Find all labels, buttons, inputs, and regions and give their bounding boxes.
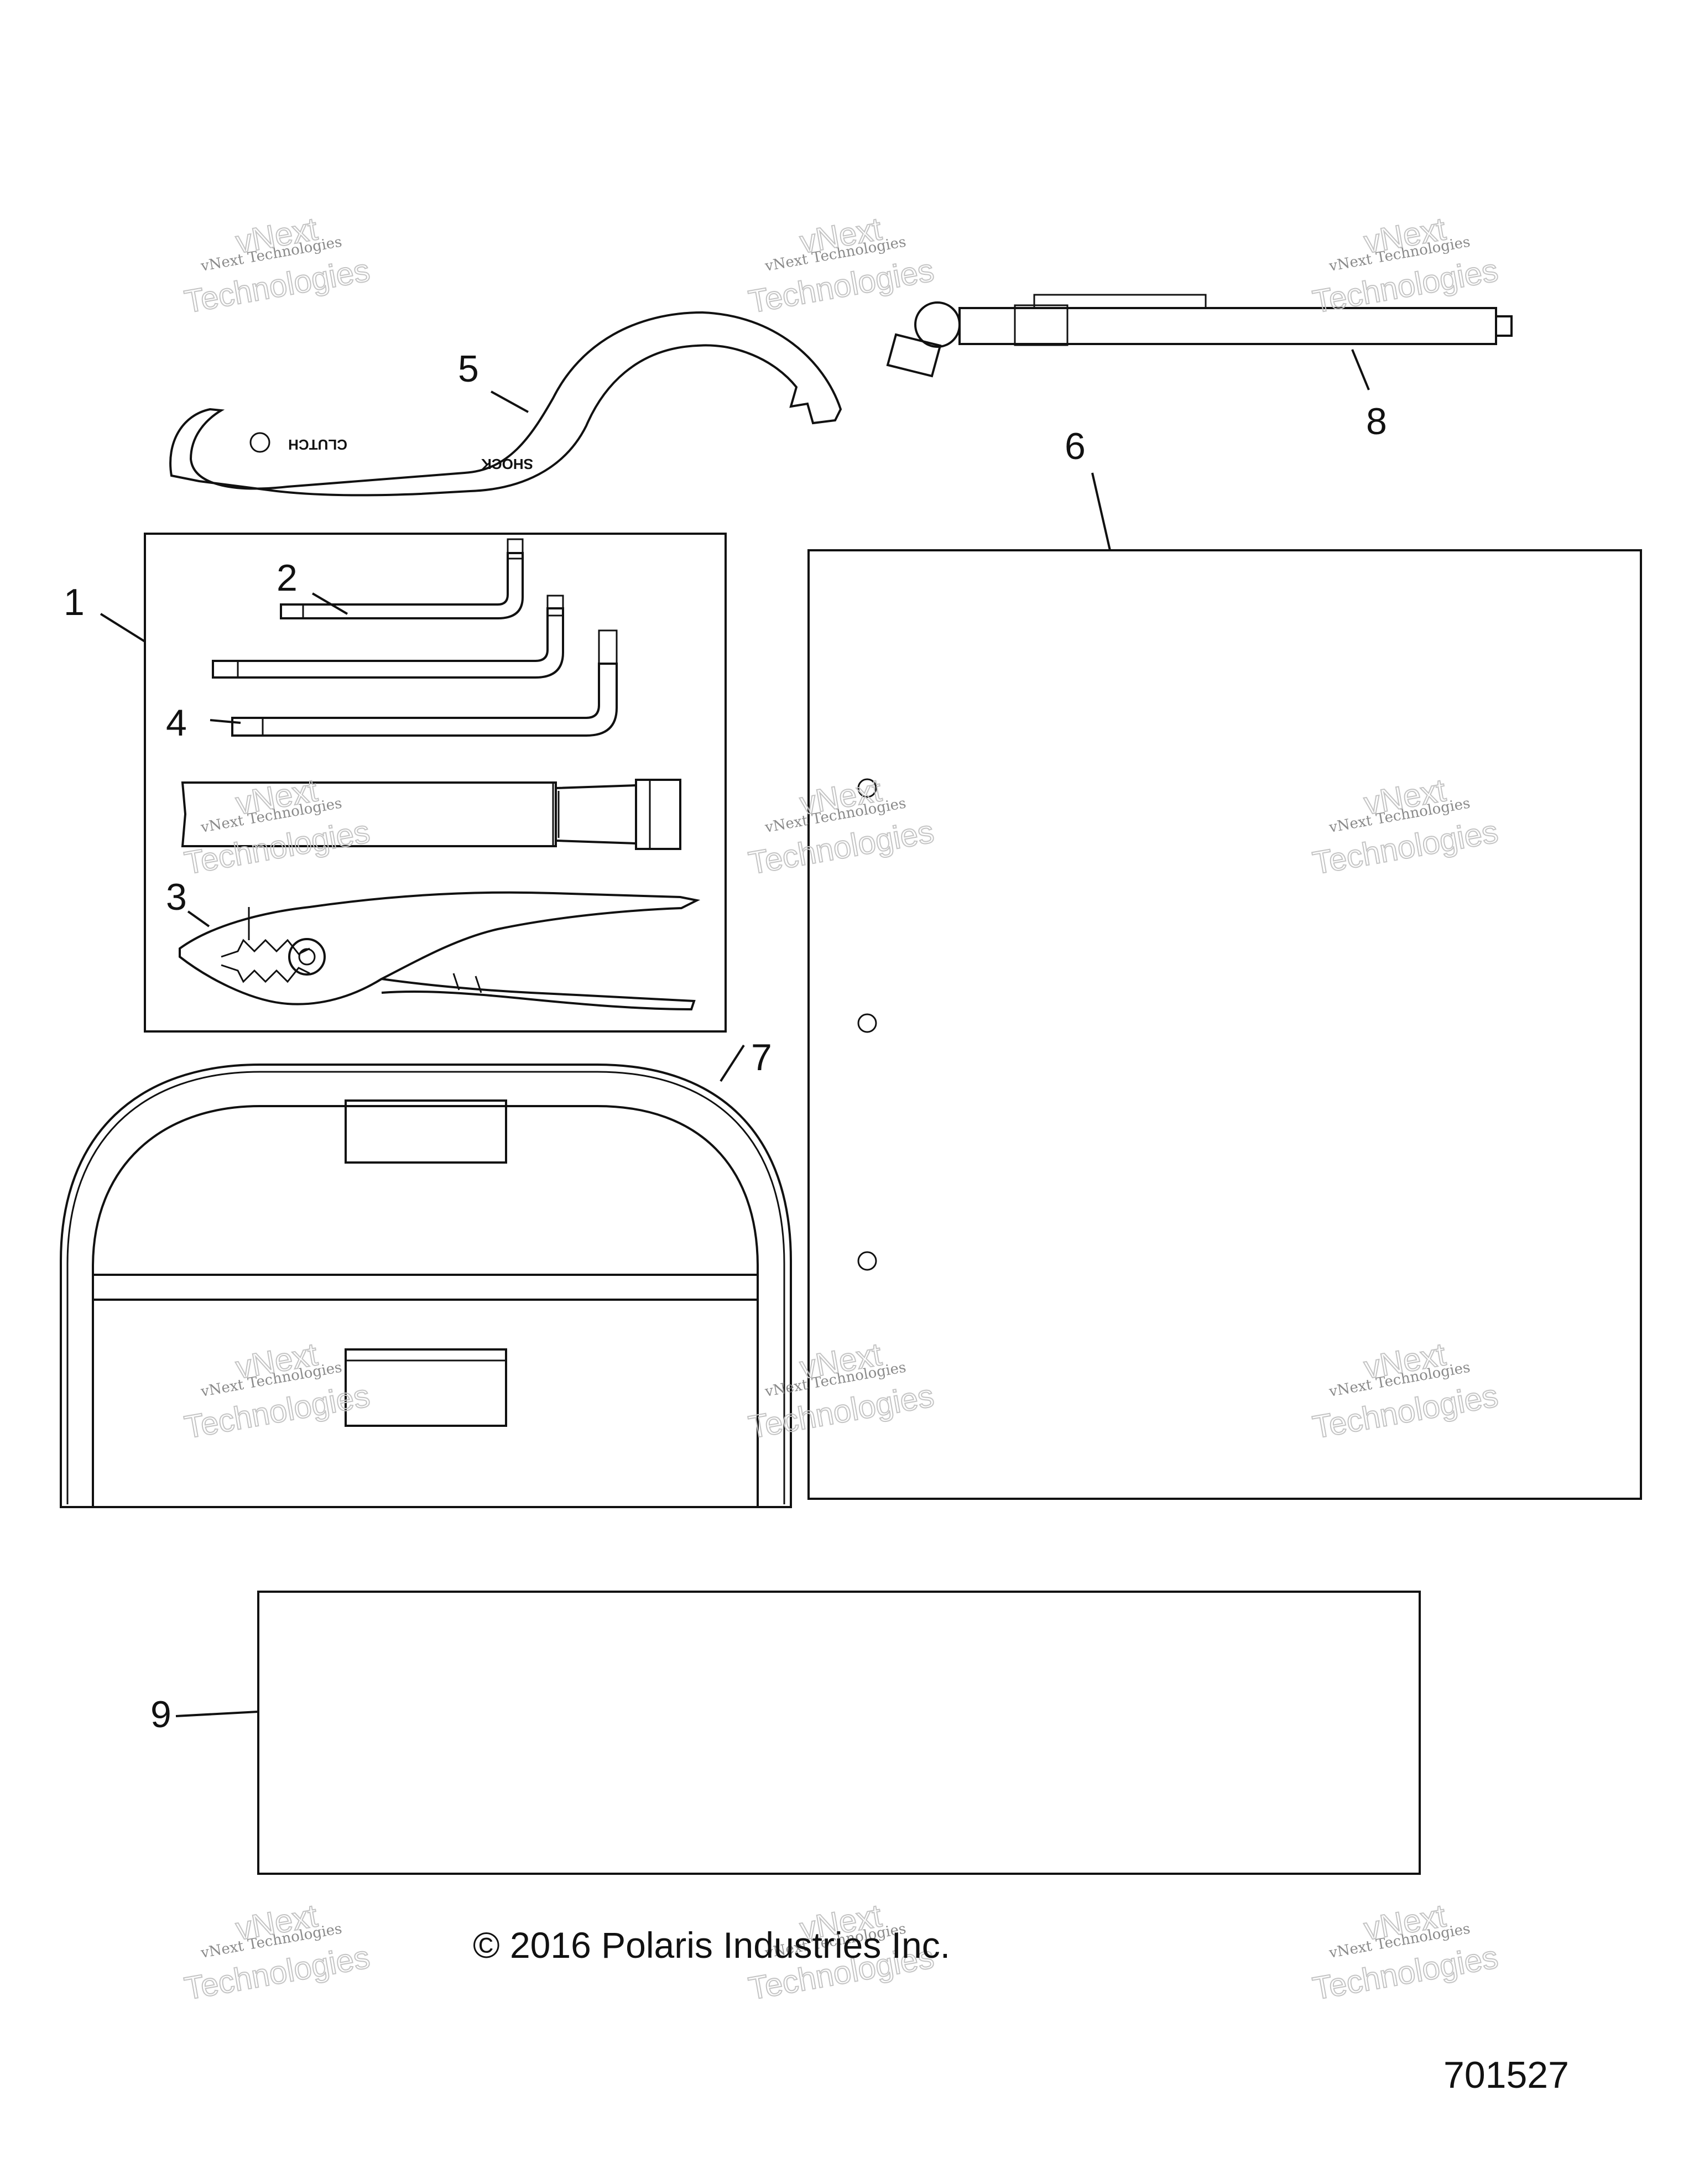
- callout-3: 3: [166, 876, 187, 918]
- watermark: vNext Technologies vNext Technologies: [1310, 1336, 1502, 1446]
- watermark: vNext Technologies vNext Technologies: [181, 1897, 373, 2007]
- callout-5: 5: [458, 348, 479, 390]
- watermark: vNext Technologies vNext Technologies: [181, 210, 373, 320]
- copyright-notice: © 2016 Polaris Industries Inc.: [473, 1925, 950, 1966]
- callout-6: 6: [1065, 425, 1086, 467]
- hex-key-small: [280, 538, 524, 619]
- callout-2: 2: [277, 557, 298, 599]
- callout-7: 7: [751, 1036, 772, 1078]
- figure-part-number: 701527: [1443, 2054, 1569, 2096]
- watermark: vNext Technologies vNext Technologies: [1310, 772, 1502, 882]
- callout-1: 1: [64, 581, 85, 623]
- watermark: vNext Technologies vNext Technologies: [181, 1336, 373, 1446]
- handle-tool: [886, 294, 1513, 378]
- callout-9: 9: [150, 1693, 171, 1735]
- callout-4: 4: [166, 702, 187, 744]
- watermark-grid: vNext Technologies vNext Technologies vN…: [181, 210, 1502, 2007]
- spark-plug-socket: [181, 779, 681, 850]
- watermark: vNext Technologies vNext Technologies: [746, 1336, 937, 1446]
- wrench-shock-stamp: SHOCK: [481, 456, 533, 472]
- pliers: [179, 891, 701, 1011]
- watermark: vNext Technologies vNext Technologies: [746, 772, 937, 882]
- tool-pouch: [60, 1064, 792, 1508]
- owners-manual: [807, 549, 1642, 1500]
- hex-key-medium: [212, 595, 564, 679]
- wrench-clutch-stamp: CLUTCH: [288, 436, 347, 453]
- watermark: vNext Technologies vNext Technologies: [1310, 1897, 1502, 2007]
- watermark: vNext Technologies vNext Technologies: [1310, 210, 1502, 320]
- watermark: vNext Technologies vNext Technologies: [746, 210, 937, 320]
- document-card: [257, 1591, 1421, 1875]
- hex-key-large: [231, 629, 618, 737]
- callout-8: 8: [1366, 400, 1387, 442]
- spanner-wrench: CLUTCH SHOCK: [169, 311, 842, 497]
- tool-kit-box: [144, 533, 727, 1033]
